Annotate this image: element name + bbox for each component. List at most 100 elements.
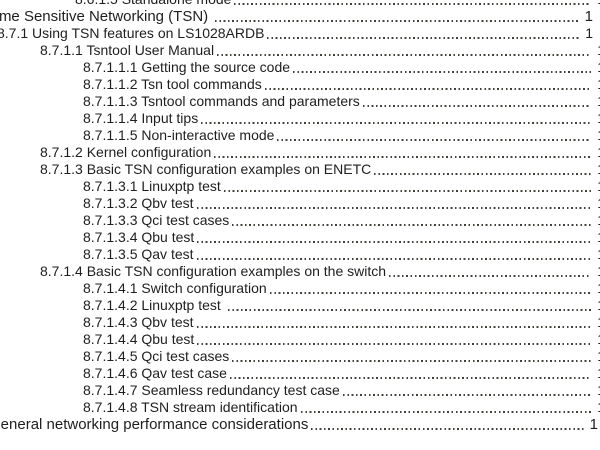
toc-page-number: 1 <box>596 399 600 416</box>
toc-page-number: 1 <box>596 297 600 314</box>
toc-entry[interactable]: 8.6.1.5 Standalone mode 1 <box>0 0 600 8</box>
toc-page-number: 1 <box>596 127 600 144</box>
dot-leader <box>227 309 591 311</box>
toc-entry-label: 8.7.1.4.2 Linuxptp test <box>83 297 225 313</box>
dot-leader <box>362 105 591 107</box>
toc-entry[interactable]: 8.7.1.4.7 Seamless redundancy test case 1 <box>0 382 600 399</box>
toc-entry[interactable]: 8.7.1.3.5 Qav test 1 <box>0 246 600 263</box>
toc-page-number: 1 <box>596 195 600 212</box>
toc-entry-label: 8.7.1.4.7 Seamless redundancy test case <box>83 382 340 398</box>
toc-entry[interactable]: 8.7.1.4.4 Qbu test1 <box>0 331 600 348</box>
dot-leader <box>215 20 579 22</box>
toc-entry[interactable]: 8.7.1.3.2 Qbv test 1 <box>0 195 600 212</box>
toc-entry-label: 8.6.1.5 Standalone mode <box>75 0 231 8</box>
toc-entry[interactable]: 8.7.1.4.6 Qav test case 1 <box>0 365 600 382</box>
toc-entry[interactable]: 8.7.1.1.4 Input tips 1 <box>0 110 600 127</box>
toc-page-number: 1 <box>596 314 600 331</box>
toc-entry[interactable]: 8.7.1.3.3 Qci test cases 1 <box>0 212 600 229</box>
toc-entry[interactable]: 8.7.1.2 Kernel configuration 1 <box>0 144 600 161</box>
toc-entry[interactable]: 8.7.1.1.2 Tsn tool commands 1 <box>0 76 600 93</box>
toc-entry[interactable]: 8.7.1.4.1 Switch configuration 1 <box>0 280 600 297</box>
toc-page-number: 1 <box>596 229 600 246</box>
toc-page-number: 1 <box>596 161 600 178</box>
toc-entry-label: 8.7.1.1.2 Tsn tool commands <box>83 76 262 92</box>
toc-entry[interactable]: 8.7.1.4.5 Qci test cases 1 <box>0 348 600 365</box>
toc-page-number: 1 <box>596 263 600 280</box>
dot-leader <box>232 360 591 362</box>
toc-page-number: 1 <box>584 8 593 25</box>
toc-entry-label: 8.7.1.3 Basic TSN configuration examples… <box>40 161 372 177</box>
toc-entry[interactable]: General networking performance considera… <box>0 416 600 433</box>
dot-leader <box>264 88 591 90</box>
toc-page-number: 1 <box>596 212 600 229</box>
toc-page-number: 1 <box>596 280 600 297</box>
toc-page-number: 1 <box>596 144 600 161</box>
toc-entry[interactable]: 8.7.1.1 Tsntool User Manual 1 <box>0 42 600 59</box>
toc-entry-label: Time Sensitive Networking (TSN) <box>0 8 213 25</box>
toc-page-number: 1 <box>596 59 600 76</box>
toc-entry[interactable]: 8.7.1 Using TSN features on LS1028ARDB 1 <box>0 25 600 42</box>
toc-entry-label: 8.7.1.4.3 Qbv test <box>83 314 194 330</box>
dot-leader <box>300 411 591 413</box>
toc-entry-label: 8.7.1.4.1 Switch configuration <box>83 280 267 296</box>
toc-page-number: 1 <box>596 348 600 365</box>
toc-entry[interactable]: 8.7.1.3.1 Linuxptp test 1 <box>0 178 600 195</box>
toc-entry-label: 8.7.1.1 Tsntool User Manual <box>40 42 215 58</box>
toc-page-number: 1 <box>596 0 600 8</box>
toc-entry[interactable]: 8.7.1.1.5 Non-interactive mode 1 <box>0 127 600 144</box>
toc-entry-label: 8.7.1.4.8 TSN stream identification <box>83 399 298 415</box>
toc-entry-label: 8.7.1.4.6 Qav test case <box>83 365 227 381</box>
toc-page-number: 1 <box>589 416 598 433</box>
toc-entry-label: 8.7.1.1.3 Tsntool commands and parameter… <box>83 93 360 109</box>
toc-page-number: 1 <box>596 93 600 110</box>
toc-page-number: 1 <box>596 382 600 399</box>
dot-leader <box>374 173 591 175</box>
toc-entry-label: 8.7.1.3.5 Qav test <box>83 246 194 262</box>
dot-leader <box>217 54 591 56</box>
dot-leader <box>197 343 591 345</box>
toc-page-number: 1 <box>596 246 600 263</box>
toc-entry[interactable]: 8.7.1.4.3 Qbv test 1 <box>0 314 600 331</box>
table-of-contents: 8.6.1.5 Standalone mode1Time Sensitive N… <box>0 0 600 433</box>
toc-page-number: 1 <box>596 178 600 195</box>
toc-page-number: 1 <box>596 76 600 93</box>
toc-entry-label: 8.7.1.2 Kernel configuration <box>40 144 212 160</box>
dot-leader <box>267 37 579 39</box>
toc-entry-label: 8.7.1.4.4 Qbu test <box>83 331 195 347</box>
dot-leader <box>229 377 591 379</box>
toc-entry-label: 8.7.1.1.5 Non-interactive mode <box>83 127 275 143</box>
toc-entry[interactable]: 8.7.1.1.3 Tsntool commands and parameter… <box>0 93 600 110</box>
dot-leader <box>342 394 591 396</box>
toc-entry-label: 8.7.1.3.1 Linuxptp test <box>83 178 221 194</box>
toc-entry-label: 8.7.1.3.4 Qbu test <box>83 229 195 245</box>
toc-entry[interactable]: Time Sensitive Networking (TSN) 1 <box>0 8 600 25</box>
toc-entry[interactable]: 8.7.1.3 Basic TSN configuration examples… <box>0 161 600 178</box>
toc-entry-label: 8.7.1.4.5 Qci test cases <box>83 348 230 364</box>
dot-leader <box>232 224 591 226</box>
dot-leader <box>277 139 591 141</box>
dot-leader <box>293 71 591 73</box>
dot-leader <box>269 292 591 294</box>
toc-entry[interactable]: 8.7.1.3.4 Qbu test 1 <box>0 229 600 246</box>
dot-leader <box>311 428 584 430</box>
toc-page-number: 1 <box>596 42 600 59</box>
toc-entry[interactable]: 8.7.1.1.1 Getting the source code 1 <box>0 59 600 76</box>
dot-leader <box>201 122 591 124</box>
dot-leader <box>196 207 591 209</box>
toc-entry[interactable]: 8.7.1.4 Basic TSN configuration examples… <box>0 263 600 280</box>
dot-leader <box>223 190 591 192</box>
toc-entry-label: 8.7.1.1.4 Input tips <box>83 110 199 126</box>
dot-leader <box>234 3 591 5</box>
toc-entry-label: 8.7.1 Using TSN features on LS1028ARDB <box>0 25 265 41</box>
toc-entry-label: 8.7.1.1.1 Getting the source code <box>83 59 291 75</box>
toc-entry-label: 8.7.1.3.2 Qbv test <box>83 195 194 211</box>
toc-entry-label: 8.7.1.3.3 Qci test cases <box>83 212 230 228</box>
toc-page-number: 1 <box>585 25 593 41</box>
toc-entry[interactable]: 8.7.1.4.8 TSN stream identification 1 <box>0 399 600 416</box>
dot-leader <box>389 275 591 277</box>
toc-page-number: 1 <box>596 110 600 127</box>
toc-page-number: 1 <box>596 365 600 382</box>
dot-leader <box>197 241 591 243</box>
toc-entry[interactable]: 8.7.1.4.2 Linuxptp test 1 <box>0 297 600 314</box>
